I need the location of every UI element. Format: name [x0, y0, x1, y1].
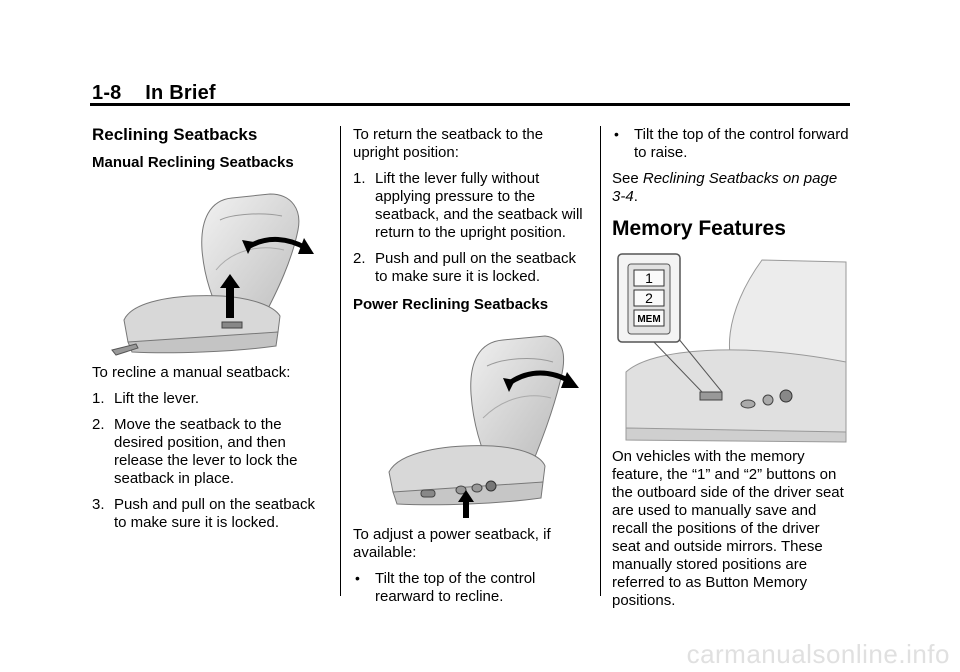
- column-2: To return the seatback to the upright po…: [353, 126, 589, 614]
- column-3: Tilt the top of the control forward to r…: [612, 125, 852, 618]
- manual-steps: 1.Lift the lever. 2.Move the seatback to…: [92, 390, 328, 532]
- memory-button-2: 2: [645, 290, 653, 306]
- watermark: carmanualsonline.info: [686, 639, 950, 669]
- chapter-title: In Brief: [145, 82, 216, 104]
- column-divider-1: [340, 126, 341, 596]
- column-1: Reclining Seatbacks Manual Reclining Sea…: [92, 126, 328, 542]
- subheading-power: Power Reclining Seatbacks: [353, 296, 549, 313]
- manual-intro: To recline a manual seatback:: [92, 364, 291, 381]
- cross-reference-link[interactable]: Reclining Seatbacks on page 3-4: [612, 170, 838, 205]
- list-item: Tilt the top of the control rearward to …: [353, 569, 589, 606]
- list-item: 2.Push and pull on the seatback to make …: [353, 250, 576, 285]
- upright-intro: To return the seatback to the upright po…: [353, 126, 544, 161]
- memory-body: On vehicles with the memory feature, the…: [612, 448, 844, 609]
- upright-steps: 1.Lift the lever fully without applying …: [353, 170, 589, 286]
- power-bullets: Tilt the top of the control rearward to …: [353, 569, 589, 606]
- column-divider-2: [600, 126, 601, 596]
- power-seat-illustration: [388, 335, 579, 518]
- subheading-manual: Manual Reclining Seatbacks: [92, 154, 294, 171]
- header-rule: [90, 103, 850, 106]
- list-item: 3.Push and pull on the seatback to make …: [92, 496, 315, 531]
- memory-button-mem: MEM: [637, 314, 660, 325]
- section-title-reclining: Reclining Seatbacks: [92, 125, 258, 144]
- page-header: 1-8 In Brief: [92, 82, 216, 105]
- memory-button-1: 1: [645, 270, 653, 286]
- list-item: Tilt the top of the control forward to r…: [612, 125, 852, 162]
- raise-bullets: Tilt the top of the control forward to r…: [612, 125, 852, 162]
- manual-seat-illustration: [111, 193, 314, 356]
- list-item: 1.Lift the lever.: [92, 390, 200, 407]
- power-intro: To adjust a power seatback, if available…: [353, 526, 551, 561]
- page-number: 1-8: [92, 82, 122, 104]
- see-reference: See Reclining Seatbacks on page 3-4.: [612, 170, 838, 205]
- section-title-memory: Memory Features: [612, 217, 786, 240]
- list-item: 2.Move the seatback to the desired posit…: [92, 416, 298, 487]
- list-item: 1.Lift the lever fully without applying …: [353, 170, 583, 241]
- memory-seat-illustration: 1 2 MEM: [617, 253, 847, 443]
